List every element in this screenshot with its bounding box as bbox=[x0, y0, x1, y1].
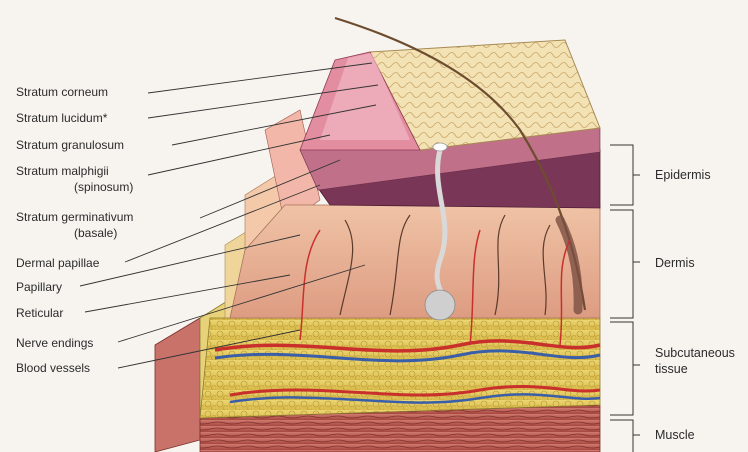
label-stratum-germinativum: Stratum germinativum bbox=[16, 210, 133, 224]
layer-brackets bbox=[610, 145, 640, 452]
label-epidermis: Epidermis bbox=[655, 168, 711, 183]
dermis-layer bbox=[230, 205, 600, 318]
sweat-gland bbox=[425, 290, 455, 320]
label-papillary: Papillary bbox=[16, 280, 62, 294]
label-reticular: Reticular bbox=[16, 306, 63, 320]
label-stratum-lucidum: Stratum lucidum* bbox=[16, 111, 107, 125]
label-subcutaneous-sub: tissue bbox=[655, 362, 688, 377]
label-subcutaneous: Subcutaneous bbox=[655, 346, 735, 361]
label-muscle: Muscle bbox=[655, 428, 695, 443]
label-stratum-corneum: Stratum corneum bbox=[16, 85, 108, 99]
label-stratum-granulosum: Stratum granulosum bbox=[16, 138, 124, 152]
label-blood-vessels: Blood vessels bbox=[16, 361, 90, 375]
muscle-side-face bbox=[155, 318, 200, 452]
label-dermal-papillae: Dermal papillae bbox=[16, 256, 99, 270]
label-stratum-malphigii: Stratum malphigii bbox=[16, 164, 109, 178]
label-stratum-malphigii-sub: (spinosum) bbox=[74, 180, 133, 194]
label-stratum-germinativum-sub: (basale) bbox=[74, 226, 117, 240]
label-nerve-endings: Nerve endings bbox=[16, 336, 93, 350]
label-dermis: Dermis bbox=[655, 256, 695, 271]
